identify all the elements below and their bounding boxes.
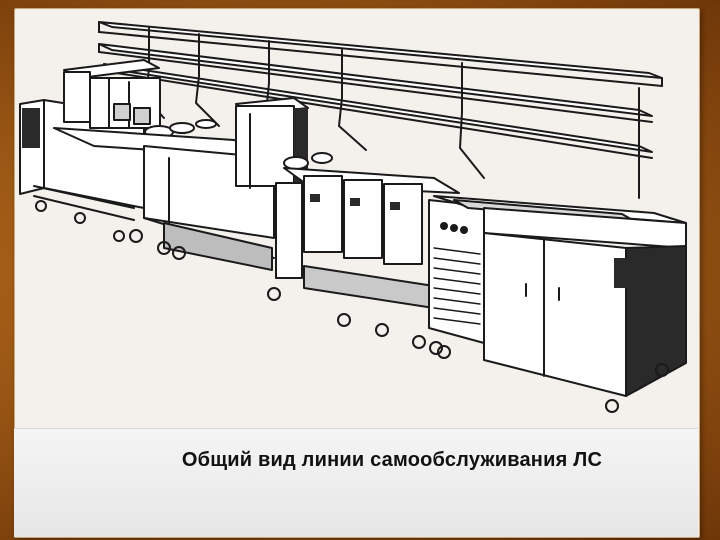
self-service-line-illustration bbox=[19, 21, 687, 413]
slide-caption: Общий вид линии самообслуживания ЛС bbox=[181, 449, 603, 471]
cash-counter bbox=[433, 195, 687, 413]
tray-dispenser bbox=[63, 59, 161, 129]
caption-strip bbox=[14, 428, 698, 537]
refrigerated-cabinet bbox=[428, 199, 485, 359]
hot-food-section bbox=[267, 152, 460, 349]
